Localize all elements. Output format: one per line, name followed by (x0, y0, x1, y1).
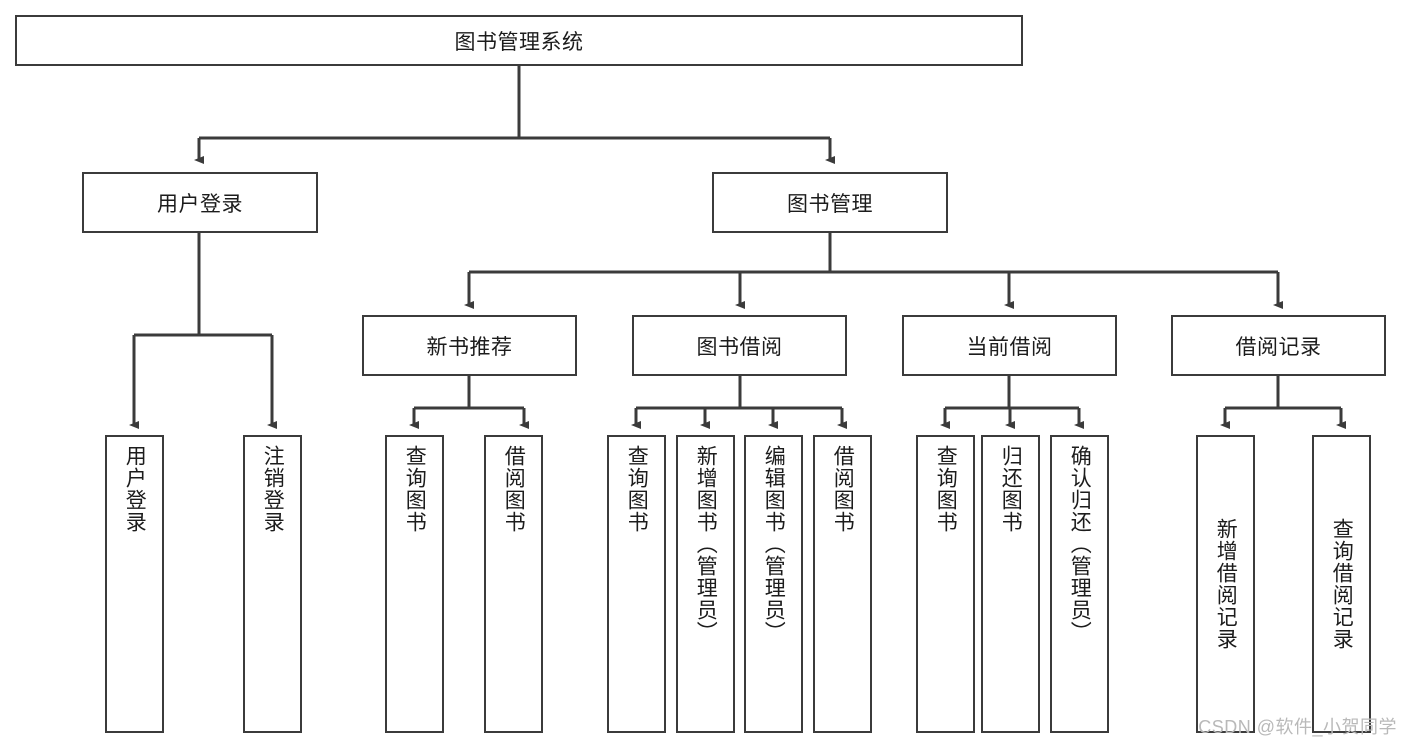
leaf-current-query[interactable]: 查询图书 (916, 435, 975, 733)
leaf-borrow-add-book[interactable]: 新增图书（管理员） (676, 435, 735, 733)
csdn-watermark: CSDN @软件_小贺同学 (1198, 717, 1397, 737)
node-borrow-record[interactable]: 借阅记录 (1171, 315, 1386, 376)
node-label: 借阅图书 (502, 445, 526, 533)
node-label: 图书管理系统 (454, 30, 584, 54)
node-label: 新书推荐 (426, 335, 513, 359)
node-label: 查询图书 (934, 445, 958, 533)
node-new-book-recommend[interactable]: 新书推荐 (362, 315, 577, 376)
node-label: 注销登录 (261, 445, 285, 533)
leaf-record-query[interactable]: 查询借阅记录 (1312, 435, 1371, 733)
leaf-borrow-borrow-book[interactable]: 借阅图书 (813, 435, 872, 733)
node-label: 查询借阅记录 (1330, 518, 1354, 650)
leaf-record-add[interactable]: 新增借阅记录 (1196, 435, 1255, 733)
node-user-login[interactable]: 用户登录 (82, 172, 318, 233)
node-label: 图书管理 (787, 192, 873, 216)
leaf-newbook-borrow[interactable]: 借阅图书 (484, 435, 543, 733)
node-label: 用户登录 (157, 192, 243, 216)
leaf-borrow-edit-book[interactable]: 编辑图书（管理员） (744, 435, 803, 733)
node-label: 确认归还（管理员） (1068, 445, 1092, 643)
leaf-borrow-query[interactable]: 查询图书 (607, 435, 666, 733)
node-root-system[interactable]: 图书管理系统 (15, 15, 1023, 66)
node-label: 用户登录 (123, 445, 147, 533)
node-book-borrow[interactable]: 图书借阅 (632, 315, 847, 376)
leaf-user-login-signin[interactable]: 用户登录 (105, 435, 164, 733)
node-label: 编辑图书（管理员） (762, 445, 786, 643)
node-label: 查询图书 (625, 445, 649, 533)
node-label: 归还图书 (999, 445, 1023, 533)
node-label: 查询图书 (403, 445, 427, 533)
leaf-current-return[interactable]: 归还图书 (981, 435, 1040, 733)
node-label: 新增图书（管理员） (694, 445, 718, 643)
leaf-current-confirm-return[interactable]: 确认归还（管理员） (1050, 435, 1109, 733)
node-current-borrow[interactable]: 当前借阅 (902, 315, 1117, 376)
node-label: 借阅图书 (831, 445, 855, 533)
leaf-newbook-query[interactable]: 查询图书 (385, 435, 444, 733)
node-label: 新增借阅记录 (1214, 518, 1238, 650)
node-label: 图书借阅 (696, 335, 783, 359)
node-label: 借阅记录 (1235, 335, 1322, 359)
leaf-user-login-signout[interactable]: 注销登录 (243, 435, 302, 733)
node-label: 当前借阅 (966, 335, 1053, 359)
node-book-manage[interactable]: 图书管理 (712, 172, 948, 233)
